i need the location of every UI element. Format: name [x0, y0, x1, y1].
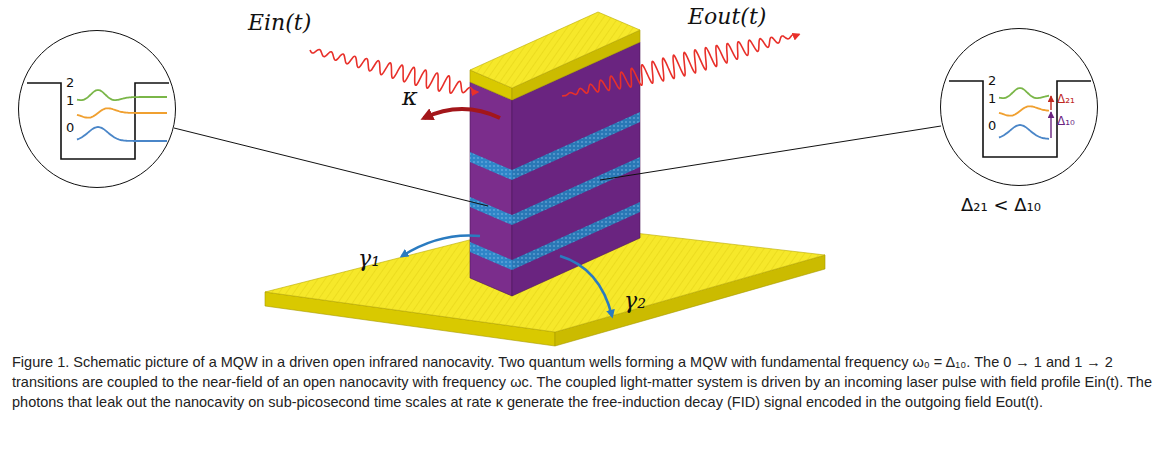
decay-arrow — [560, 256, 612, 316]
quantum-well-layer — [470, 197, 512, 225]
quantum-well-texture — [470, 197, 512, 225]
energy-level — [77, 90, 167, 100]
quantum-well-texture — [470, 242, 512, 270]
quantum-well-layer — [470, 152, 512, 180]
incoming-pulse — [310, 50, 478, 94]
quantum-well-layer — [470, 242, 512, 270]
well-potential — [949, 81, 1091, 157]
level-number: 1 — [66, 94, 74, 109]
level-number: 0 — [988, 119, 996, 134]
inset-circle: 210Δ₂₁Δ₁₀Δ₂₁ < Δ₁₀ — [940, 28, 1098, 186]
energy-level — [77, 108, 167, 117]
transition-arrow — [1050, 96, 1051, 110]
outgoing-pulse — [562, 34, 799, 96]
inset-circle: 2 1 0 — [18, 30, 176, 188]
well-potential — [27, 83, 169, 159]
symbol-label: γ₂ — [624, 288, 646, 313]
level-number: 2 — [988, 74, 996, 89]
quantum-well-sketch — [19, 31, 177, 189]
cavity-loss-arrow — [424, 109, 500, 118]
energy-gap-label: Δ₂₁ — [1057, 93, 1075, 107]
transition-arrow — [1050, 112, 1051, 138]
leader-line — [174, 128, 488, 206]
energy-level — [999, 88, 1049, 98]
symbol-label: Ein(t) — [248, 10, 311, 35]
energy-gap-label: Δ₁₀ — [1057, 115, 1075, 129]
cap-top — [470, 12, 640, 88]
level-number: 1 — [988, 92, 996, 107]
symbol-label: γ₁ — [358, 246, 380, 271]
level-number: 2 — [66, 76, 74, 91]
device — [265, 12, 825, 346]
figure-caption: Figure 1. Schematic picture of a MQW in … — [12, 352, 1153, 412]
quantum-well-layer — [512, 202, 640, 270]
level-number: 0 — [66, 121, 74, 136]
energy-level — [999, 106, 1049, 115]
cap-hatch — [470, 12, 640, 88]
quantum-well-sketch — [941, 29, 1099, 187]
decay-arrow — [402, 235, 480, 256]
leader-line — [600, 126, 941, 180]
energy-gap-label: Δ₂₁ < Δ₁₀ — [961, 195, 1041, 216]
symbol-label: Eout(t) — [688, 4, 766, 29]
energy-level — [77, 127, 167, 141]
quantum-well-texture — [512, 202, 640, 270]
energy-level — [999, 125, 1049, 139]
symbol-label: κ — [402, 84, 418, 112]
quantum-well-texture — [470, 152, 512, 180]
